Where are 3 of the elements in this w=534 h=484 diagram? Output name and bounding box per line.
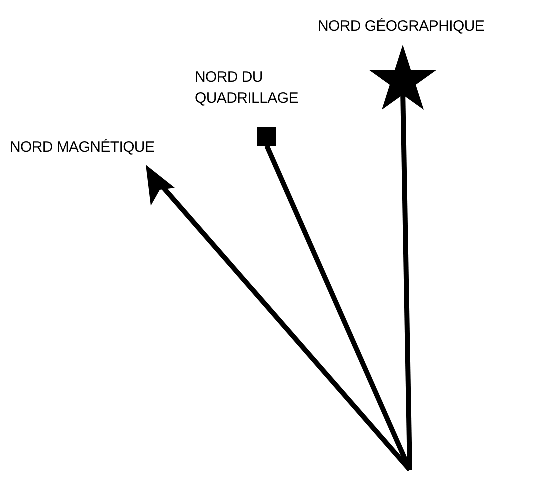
true-north-label: NORD GÉOGRAPHIQUE <box>318 17 485 37</box>
magnetic-north-label: NORD MAGNÉTIQUE <box>10 138 155 158</box>
grid-north-label: NORD DU QUADRILLAGE <box>195 68 300 109</box>
